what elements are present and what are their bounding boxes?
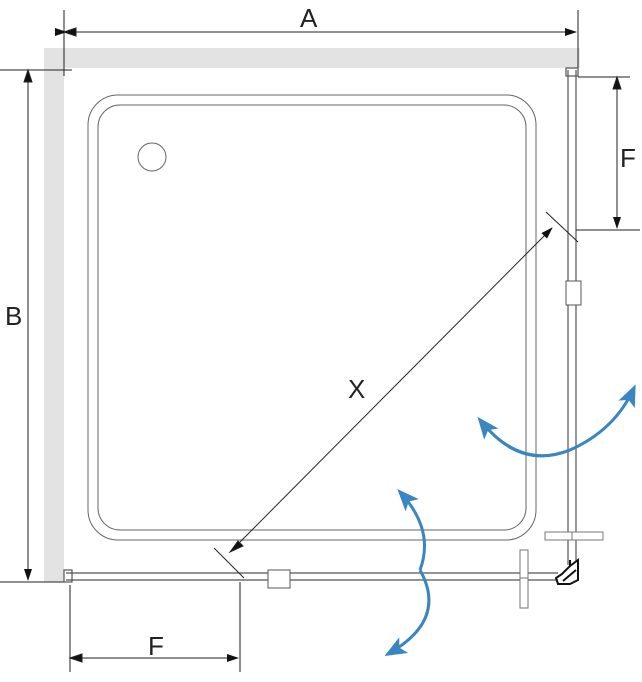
corner-profile (554, 558, 579, 585)
glass-panel-bottom (63, 569, 558, 583)
hinge-bottom (519, 549, 529, 609)
swing-arrow-right-icon (480, 384, 636, 458)
dimension-f-bottom-label: F (148, 631, 164, 661)
dimension-b (0, 68, 72, 583)
dimension-f-right-label: F (620, 143, 636, 173)
drain-icon (137, 142, 167, 172)
dimension-b-label: B (5, 301, 22, 331)
dimension-f-bottom (68, 582, 241, 672)
swing-arrow-right-back-icon (477, 416, 571, 458)
swing-arrow-bottom-back-icon (397, 489, 426, 571)
handle-right (565, 280, 582, 306)
dimension-x (213, 211, 579, 579)
hinge-right (544, 531, 604, 541)
wall (44, 48, 580, 582)
glass-panel-right (565, 67, 579, 565)
dimension-x-label: X (348, 374, 365, 404)
dimension-f-right (576, 75, 640, 231)
handle-bottom (267, 569, 291, 589)
dimension-a (55, 10, 579, 76)
shower-tray (87, 94, 537, 541)
dimension-a-label: A (300, 3, 318, 33)
swing-arrow-bottom-icon (384, 569, 431, 656)
